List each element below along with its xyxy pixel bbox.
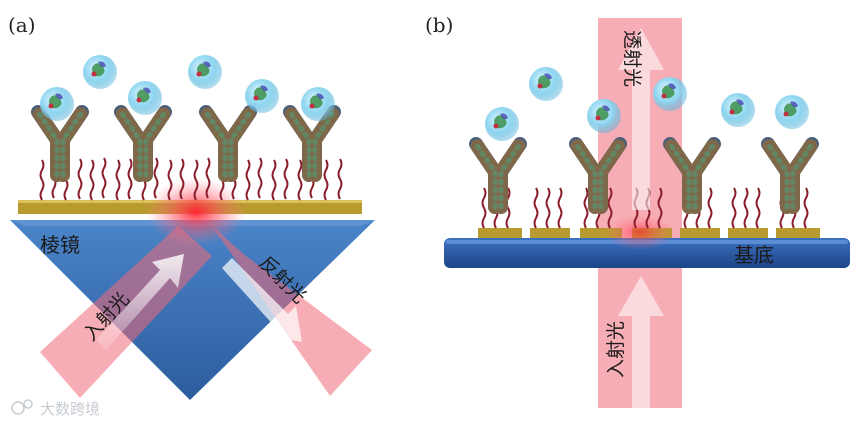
antigen: [721, 93, 755, 127]
panel-a-label: (a): [8, 13, 36, 37]
panel-b-label: (b): [425, 13, 453, 37]
antigen: [653, 77, 687, 111]
antigen: [188, 55, 222, 89]
antibody: [121, 112, 165, 175]
antigen: [128, 81, 162, 115]
antigen: [529, 67, 563, 101]
incident-label-b: 入射光: [605, 321, 627, 378]
incident-arrow-b: [618, 276, 664, 408]
panel-a: (a): [8, 13, 375, 400]
reflected-arrow-a: [222, 258, 302, 342]
watermark: 大数跨境: [11, 399, 100, 418]
antibody: [476, 144, 520, 207]
antibody: [206, 112, 250, 175]
antibody-row-a: [38, 112, 334, 175]
antigen: [83, 55, 117, 89]
substrate-b: [444, 238, 850, 268]
incident-arrow-a: [96, 254, 184, 350]
antigen: [485, 107, 519, 141]
substrate-label: 基底: [734, 243, 774, 267]
resonance-glow-b: [604, 214, 676, 250]
transmitted-label-b: 透射光: [621, 30, 643, 87]
prism-label: 棱镜: [40, 233, 80, 257]
transmitted-arrow-b: [618, 28, 664, 210]
antigen: [301, 87, 335, 121]
antigen: [245, 79, 279, 113]
panel-b: (b): [425, 13, 850, 408]
watermark-text: 大数跨境: [40, 400, 100, 418]
antigen: [40, 87, 74, 121]
antigen: [587, 99, 621, 133]
antigen: [775, 95, 809, 129]
watermark-logo-icon: [11, 401, 25, 415]
antibody: [38, 112, 82, 175]
prism-shape: [10, 220, 375, 400]
